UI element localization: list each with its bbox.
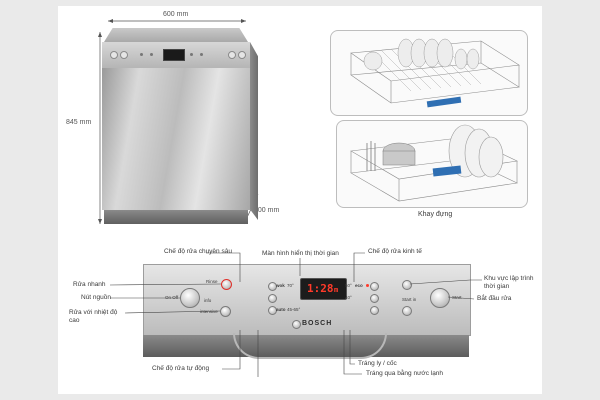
mini-dot <box>200 53 203 56</box>
mini-dot <box>150 53 153 56</box>
dishwasher-door <box>102 68 250 210</box>
mini-button-left <box>110 51 118 59</box>
rinse-button-label: Rinse <box>206 279 218 284</box>
program-prerinse-button[interactable] <box>370 306 379 315</box>
program-wok-label: wok <box>276 283 285 288</box>
callout-quick-wash: Rửa nhanh <box>73 281 106 288</box>
dimension-width: 600 mm <box>163 11 189 18</box>
timer-plus-button[interactable] <box>402 280 412 290</box>
program-glass-temp: 40° <box>345 295 352 300</box>
onoff-button-label: On Off <box>165 295 179 300</box>
callout-timer-area-line2: thời gian <box>484 283 510 290</box>
program-wok-temp: 70° <box>287 283 294 288</box>
program-wok-button[interactable] <box>268 282 277 291</box>
program-eco-label: eco <box>355 283 363 288</box>
info-led-label: info <box>204 298 212 303</box>
program-auto-label: auto <box>276 307 286 312</box>
program-auto-temp: 45-65° <box>287 307 301 312</box>
program-eco-led <box>366 284 369 287</box>
lower-basket-drawing <box>350 124 519 202</box>
callout-power-button: Nút nguồn <box>81 294 111 301</box>
program-auto-button[interactable] <box>268 306 277 315</box>
mini-button-right <box>228 51 236 59</box>
mini-dot <box>190 53 193 56</box>
upper-basket-drawing <box>350 38 520 108</box>
callout-start-wash: Bắt đầu rửa <box>477 295 512 302</box>
basket-caption: Khay đựng <box>418 211 453 218</box>
time-display-digits: 1:28 <box>307 282 334 295</box>
dishwasher-plinth <box>104 210 248 224</box>
brand-logo: BOSCH <box>302 320 333 327</box>
callout-auto-wash: Chế độ rửa tự động <box>152 365 210 372</box>
dimension-depth: 600 mm <box>254 207 280 214</box>
dishwasher-top <box>104 28 248 42</box>
power-button[interactable] <box>180 288 200 308</box>
timer-minus-button[interactable] <box>402 306 412 316</box>
mini-button-right-2 <box>238 51 246 59</box>
start-timer-label: Start in <box>402 297 417 302</box>
mini-dot <box>140 53 143 56</box>
door-lower-section <box>143 335 469 357</box>
upper-basket-image <box>330 30 528 116</box>
program-eco-temp: 50° <box>345 283 352 288</box>
lower-basket-image <box>336 120 528 208</box>
start-button[interactable] <box>430 288 450 308</box>
callout-timer-area-line1: Khu vực lập trình <box>484 275 534 282</box>
dishwasher-side <box>250 42 258 220</box>
time-display: 1:28 m <box>300 278 347 300</box>
callout-glass-rinse: Tráng ly / cốc <box>358 360 397 367</box>
dimension-height: 845 mm <box>66 119 92 126</box>
program-quick-button[interactable] <box>268 294 277 303</box>
callout-cold-rinse: Tráng qua bằng nước lạnh <box>366 370 444 377</box>
callout-high-temp-line1: Rửa với nhiệt độ <box>69 309 118 316</box>
mini-display <box>163 49 185 61</box>
callout-intensive-wash: Chế độ rửa chuyên sâu <box>164 248 232 255</box>
program-eco-button[interactable] <box>370 282 379 291</box>
rinse-button[interactable] <box>221 279 232 290</box>
time-display-suffix: m <box>334 286 339 294</box>
callout-high-temp-line2: cao <box>69 317 80 324</box>
mini-button-left-2 <box>120 51 128 59</box>
program-glass-button[interactable] <box>370 294 379 303</box>
hot-temp-button[interactable] <box>220 306 231 317</box>
callout-eco-wash: Chế độ rửa kinh tế <box>368 248 422 255</box>
callout-time-display: Màn hình hiển thị thời gian <box>262 250 339 257</box>
bosch-emblem <box>292 320 301 329</box>
